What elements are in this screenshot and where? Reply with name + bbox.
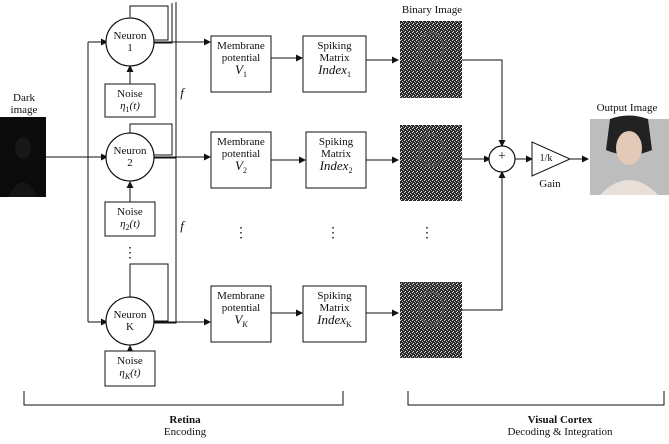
spiking-k-box (302, 285, 367, 343)
feedback-label-2: f (180, 218, 184, 233)
binary-ellipsis: ⋮ (420, 226, 434, 241)
noise-k-box (104, 350, 156, 387)
membrane-2-box (210, 131, 272, 189)
feedback-label-1: f (180, 85, 184, 100)
neuron-1-circle (105, 17, 155, 67)
membrane-ellipsis: ⋮ (234, 226, 248, 241)
neuron-ellipsis: ⋮ (123, 246, 137, 261)
neuron-2-circle (105, 132, 155, 182)
gain-label: Gain (539, 178, 561, 190)
membrane-k-box (210, 285, 272, 343)
binary-image-2 (400, 125, 462, 201)
spiking-1-box (302, 35, 367, 93)
membrane-1-box (210, 35, 272, 93)
spiking-2-box (305, 131, 367, 189)
gain-value: 1/k (539, 153, 553, 164)
output-image (590, 115, 669, 195)
neuron-k-circle (105, 296, 155, 346)
gain-amplifier (531, 141, 572, 177)
spiking-ellipsis: ⋮ (326, 226, 340, 241)
binary-image-1 (400, 21, 462, 98)
output-image-title: Output Image (596, 102, 658, 114)
summation-symbol: + (498, 149, 506, 164)
noise-1-box (104, 83, 156, 118)
binary-image-k (400, 282, 462, 358)
noise-2-box (104, 201, 156, 237)
binary-image-title: Binary Image (401, 4, 463, 16)
summation-node (488, 145, 516, 173)
